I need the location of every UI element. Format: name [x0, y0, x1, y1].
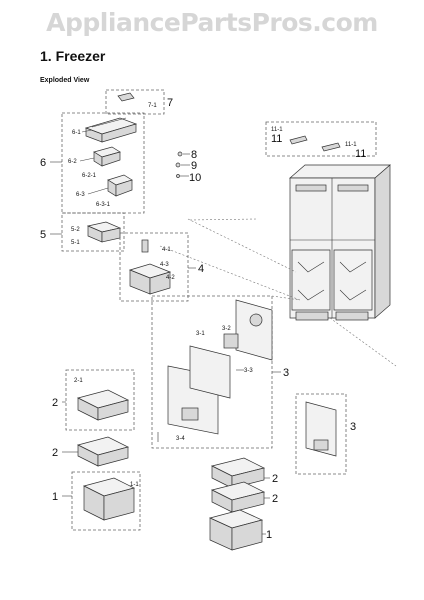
callout-11-1-right: 11-1 [345, 142, 357, 148]
callout-2-upper: 2 [52, 397, 58, 409]
part-4-1-handle [141, 239, 149, 253]
section-title: 1. Freezer [40, 48, 106, 64]
part-11-hinge-right [321, 142, 341, 152]
group-5-box [61, 212, 125, 252]
callout-4-2: 4-2 [166, 275, 175, 281]
part-11-hinge-left [289, 135, 308, 145]
part-10-clip [176, 174, 180, 178]
callout-2-right-upper: 2 [272, 473, 278, 485]
callout-3-2: 3-2 [222, 326, 231, 332]
part-6-2-ice-tray [93, 146, 121, 167]
part-3-evaporator-cover-right [305, 401, 337, 457]
callout-6-2-1: 6-2-1 [82, 173, 97, 179]
group-3b-box [295, 393, 347, 475]
callout-11-right: 11 [355, 148, 366, 160]
part-9-screw [175, 162, 181, 168]
callout-1-1: 1-1 [130, 482, 139, 488]
callout-5-1: 5-1 [71, 240, 80, 246]
callout-10: 10 [189, 172, 201, 184]
callout-6-3: 6-3 [76, 192, 85, 198]
callout-3-4: 3-4 [176, 436, 185, 442]
exploded-view-label: Exploded View [40, 77, 90, 84]
callout-4: 4 [198, 263, 204, 275]
callout-1-right: 1 [266, 529, 272, 541]
callout-3: 3 [283, 367, 289, 379]
callout-6-1: 6-1 [72, 130, 81, 136]
part-2-basket-right-lower [210, 481, 266, 513]
callout-3-1: 3-1 [196, 331, 205, 337]
part-1-drawer-right [208, 509, 264, 551]
callout-7-1: 7-1 [148, 103, 157, 109]
callout-9: 9 [191, 160, 197, 172]
callout-2-right-lower: 2 [272, 493, 278, 505]
callout-6: 6 [40, 157, 46, 169]
part-7-icemaker-cover [117, 92, 135, 102]
part-8-screw [177, 151, 183, 157]
part-2-basket-lower [77, 436, 129, 467]
part-3-frame [189, 345, 231, 399]
callout-3-3: 3-3 [244, 368, 253, 374]
callout-4-1: 4-1 [162, 247, 171, 253]
group-1-box [71, 471, 141, 531]
callout-8: 8 [191, 149, 197, 161]
part-3-1-fan-motor [223, 333, 239, 349]
callout-6-3-1: 6-3-1 [96, 202, 111, 208]
group-11-box [265, 121, 377, 157]
group-7-box [105, 89, 165, 115]
callout-7: 7 [167, 97, 173, 109]
part-6-1-icemaker [84, 117, 138, 143]
part-2-basket-upper [77, 389, 129, 421]
part-4-drawer [128, 263, 172, 295]
part-5-ice-tray [86, 221, 122, 243]
watermark-text: AppliancePartsPros.com [46, 8, 378, 37]
callout-2-1: 2-1 [74, 378, 83, 384]
callout-6-2: 6-2 [68, 159, 77, 165]
callout-5-2: 5-2 [71, 227, 80, 233]
callout-11-left: 11 [271, 133, 282, 145]
callout-3-right: 3 [350, 421, 356, 433]
callout-11-1-left: 11-1 [271, 127, 283, 133]
callout-1-left: 1 [52, 491, 58, 503]
group-4-box [119, 232, 189, 302]
part-6-3-ice-bucket [107, 174, 133, 197]
part-3-2-fan-cover [235, 299, 273, 361]
part-1-drawer [83, 477, 135, 521]
callout-4-3: 4-3 [160, 262, 169, 268]
refrigerator-cabinet [289, 164, 391, 321]
callout-2-lower: 2 [52, 447, 58, 459]
callout-5: 5 [40, 229, 46, 241]
group-2-box [65, 369, 135, 431]
